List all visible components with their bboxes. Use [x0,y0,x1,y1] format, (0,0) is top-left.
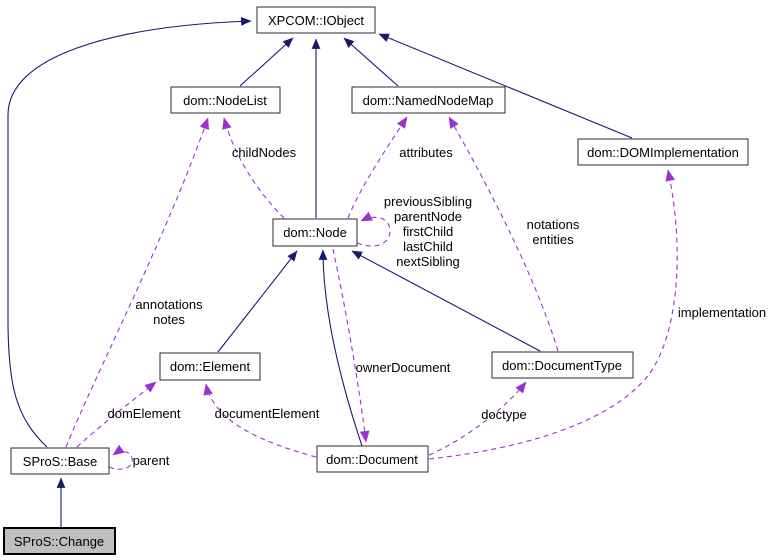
edge-label-domelement: domElement [108,406,181,421]
class-node-label: dom::NodeList [183,93,267,108]
class-node-label: dom::NamedNodeMap [363,93,494,108]
class-node-dom-node[interactable]: dom::Node [272,218,358,247]
class-node-label: SProS::Base [23,454,97,469]
edge-usage-node-ownerdocument-to-document [332,248,370,443]
class-node-label: dom::DocumentType [502,358,622,373]
edge-label-nextsibling: nextSibling [396,254,460,269]
edge-usage-node-attributes-to-namednodemap [347,116,408,219]
edge-label-annotations: annotations [135,297,203,312]
edge-label-parent: parent [133,453,170,468]
edge-label-ownerdocument: ownerDocument [356,360,451,375]
edge-label-notes: notes [153,312,185,327]
edge-label-firstchild: firstChild [403,224,454,239]
edge-usage-base-annotations-notes-to-nodelist [65,117,209,448]
edge-label-parentnode: parentNode [394,209,462,224]
class-node-dom-nodelist[interactable]: dom::NodeList [170,86,281,114]
class-node-xpcom-iobject[interactable]: XPCOM::IObject [256,6,376,34]
edge-inherit-domimplementation-to-iobject [378,33,633,139]
edge-inherit-base-to-iobject [7,16,252,448]
class-node-dom-domimplementation[interactable]: dom::DOMImplementation [577,138,749,166]
edge-usage-document-doctype-to-documenttype [428,381,527,456]
edge-label-attributes: attributes [399,145,453,160]
edge-label-doctype: doctype [481,407,527,422]
class-node-dom-element[interactable]: dom::Element [159,352,261,381]
class-node-dom-document[interactable]: dom::Document [316,445,429,473]
edge-label-entities: entities [532,232,574,247]
class-node-label: dom::Document [326,452,418,467]
class-node-dom-namednodemap[interactable]: dom::NamedNodeMap [351,86,506,114]
class-node-label: SProS::Change [14,534,104,549]
class-node-label: dom::Node [283,225,347,240]
edge-label-notations: notations [527,217,580,232]
edge-inherit-document-to-node [318,249,363,447]
class-node-spros-change-current: SProS::Change [3,527,116,555]
edge-label-childnodes: childNodes [232,145,297,160]
edge-label-documentelement: documentElement [215,406,320,421]
edge-inherit-element-to-node [217,250,298,353]
edge-inherit-documenttype-to-node [351,250,541,352]
edge-usage-document-implementation-to-domimplementation [428,169,678,460]
edge-label-lastchild: lastChild [403,239,453,254]
edge-label-implementation: implementation [678,305,766,320]
edge-usage-document-documentelement-to-element [203,383,317,458]
edge-label-previoussibling: previousSibling [384,194,472,209]
class-node-spros-base[interactable]: SProS::Base [10,447,110,475]
edge-inherit-namednodemap-to-iobject [343,37,399,87]
class-node-label: XPCOM::IObject [268,13,364,28]
edge-usage-base-domelement-to-element [76,381,157,448]
edge-usage-node-self-loop [356,211,391,247]
class-node-dom-documenttype[interactable]: dom::DocumentType [491,351,634,379]
class-node-label: dom::DOMImplementation [587,145,739,160]
edge-usage-node-childnodes-to-nodelist [222,117,285,219]
edge-usage-base-parent-self-loop [108,444,133,470]
edge-inherit-nodelist-to-iobject [239,37,294,87]
class-node-label: dom::Element [170,359,251,374]
edge-usage-documenttype-notations-entities-to-namednodemap [448,116,559,352]
